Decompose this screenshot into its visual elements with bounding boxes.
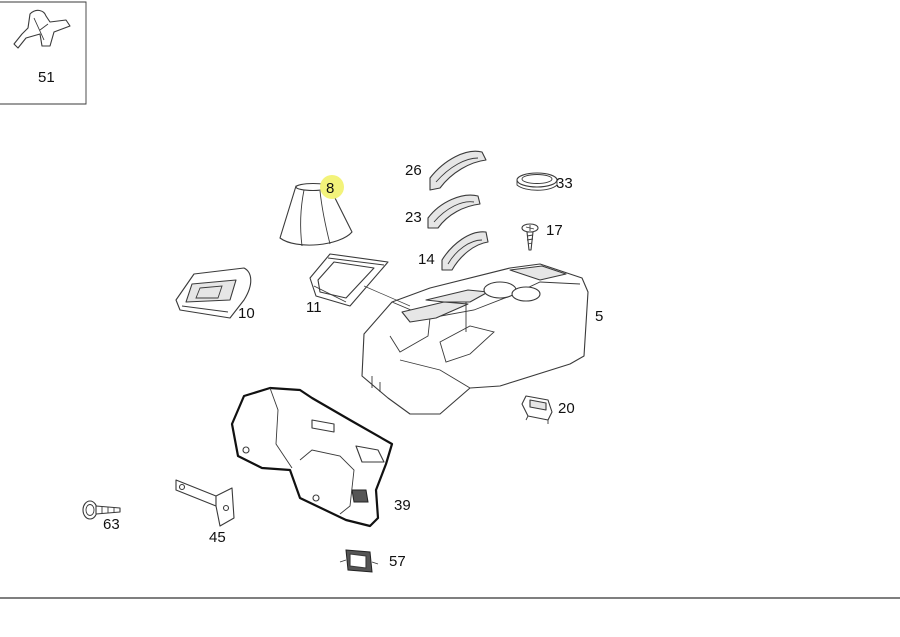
part-51-clip[interactable] [13,9,71,49]
label-23: 23 [405,209,422,226]
label-57: 57 [389,553,406,570]
part-26-trim[interactable] [429,150,487,191]
part-14-trim[interactable] [441,231,489,271]
label-11: 11 [306,299,322,316]
part-57-clip[interactable] [339,549,379,573]
label-10: 10 [238,305,255,322]
part-45-bracket[interactable] [175,479,235,527]
label-63: 63 [103,516,120,533]
label-17: 17 [546,222,563,239]
label-14: 14 [418,251,435,268]
label-45: 45 [209,529,226,546]
part-39-panel[interactable] [230,386,394,528]
part-10-cover[interactable] [175,267,252,319]
part-33-ring[interactable] [516,172,558,191]
part-11-frame[interactable] [309,253,389,307]
part-5-console[interactable] [361,263,589,415]
label-51: 51 [38,69,55,86]
label-5: 5 [595,308,603,325]
label-8: 8 [326,180,334,197]
inset-box-51: 51 [0,1,87,105]
label-26: 26 [405,162,422,179]
label-8-highlight [320,175,344,199]
label-20: 20 [558,400,575,417]
part-23-trim[interactable] [427,194,481,229]
part-20-switch[interactable] [521,395,553,424]
label-39: 39 [394,497,411,514]
part-17-screw[interactable] [521,223,539,251]
part-63-bolt[interactable] [82,500,121,520]
label-33: 33 [556,175,573,192]
leader-11-5 [363,285,411,307]
